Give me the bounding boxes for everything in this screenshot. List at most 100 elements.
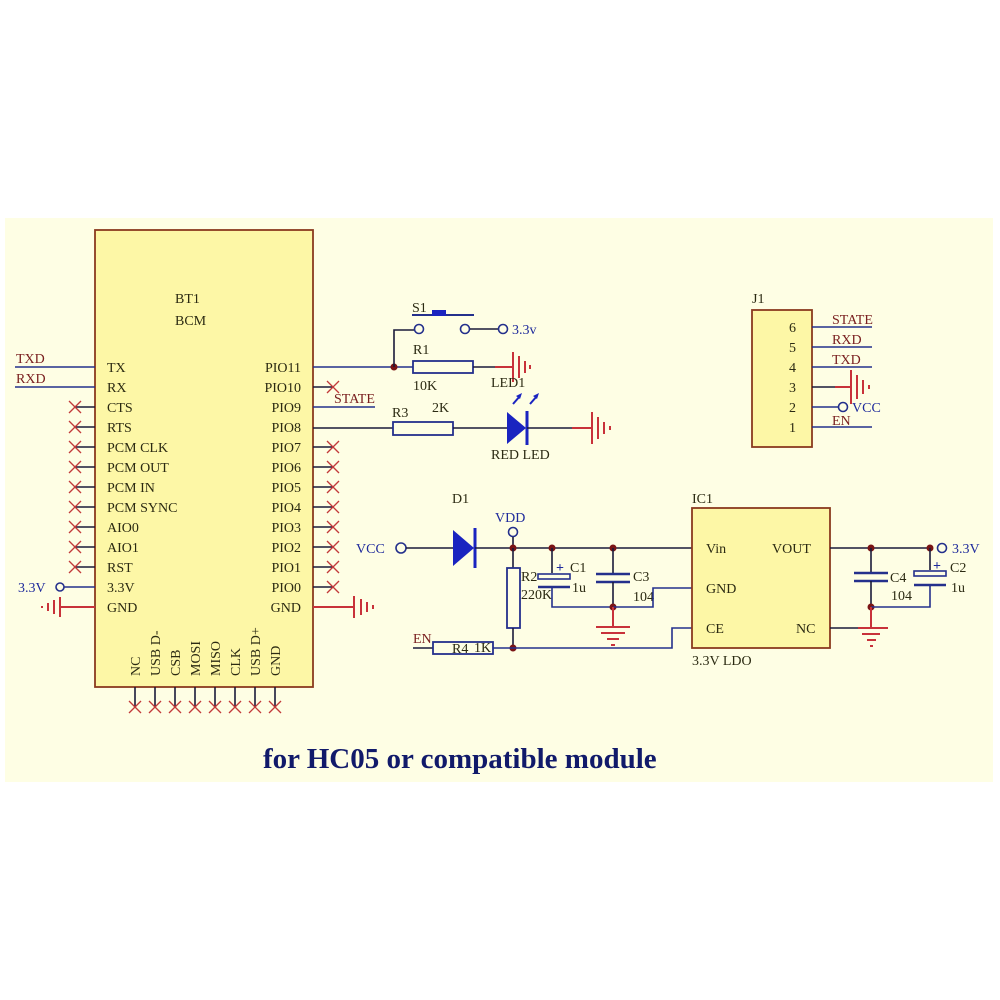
r2-ref: R2 (521, 570, 537, 585)
bt1-right-pin: PIO8 (271, 421, 301, 436)
j1-ref: J1 (752, 292, 764, 307)
pin-label: GND (269, 646, 284, 676)
ic1-body (691, 507, 831, 649)
r2-value: 220K (521, 588, 552, 603)
pin-label: AIO0 (107, 521, 139, 536)
resistor-r3 (392, 421, 454, 436)
pin-label: GND (271, 601, 301, 616)
pin-label: PCM CLK (107, 441, 168, 456)
j1-net-label: RXD (832, 333, 862, 348)
en-net-label: EN (413, 632, 432, 647)
bt1-right-pin: PIO7 (271, 440, 340, 456)
ic1-pin-ce: CE (706, 622, 724, 637)
pin-label: MISO (209, 641, 224, 676)
pin-label: RST (107, 561, 133, 576)
d1-ref: D1 (452, 492, 469, 507)
v33-out-label: 3.3V (952, 542, 980, 557)
resistor-r2 (506, 567, 521, 629)
bt1-bottom-pin: USB D- (148, 630, 164, 714)
bt1-value: BCM (175, 314, 207, 329)
ic1-ref: IC1 (692, 492, 713, 507)
c3-ref: C3 (633, 570, 649, 585)
ldo-gnd-wire (613, 587, 692, 608)
c1-plus: + (556, 561, 564, 576)
state-net-label: STATE (334, 392, 375, 407)
pin-label: PIO1 (271, 561, 301, 576)
pin-label: PIO5 (271, 481, 301, 496)
led1-ref: LED1 (491, 376, 525, 391)
pin-number: 3 (789, 381, 796, 396)
ce-wire (493, 627, 692, 649)
v33-switch-terminal[interactable] (497, 323, 509, 335)
ground-symbol-j1 (835, 370, 870, 404)
v33-switch-label: 3.3v (512, 323, 537, 338)
v33-left-terminal[interactable] (55, 582, 65, 592)
j1-net-label: TXD (832, 353, 861, 368)
c2-plus: + (933, 559, 941, 574)
rxd-net-label: RXD (16, 372, 46, 387)
bt1-left-pin: RTS (68, 420, 132, 436)
v33-left-label: 3.3V (18, 581, 46, 596)
v33-out-terminal[interactable] (936, 542, 948, 554)
bt1-right-pin: PIO2 (271, 540, 340, 556)
r3-value: 2K (432, 401, 449, 416)
ground-symbol-led (572, 412, 611, 444)
led-red (507, 393, 539, 445)
bt1-right-pin: PIO3 (271, 520, 340, 536)
ic1-pin-vout: VOUT (772, 542, 811, 557)
r1-ref: R1 (413, 343, 429, 358)
bt1-left-pin: PCM OUT (68, 460, 169, 476)
j1-body (751, 309, 813, 448)
switch-s1[interactable] (412, 310, 474, 335)
j1-pin: 4 TXD (789, 353, 872, 376)
ground-symbol-c4 (858, 607, 888, 647)
bt1-left-pin: PCM IN (68, 480, 155, 496)
pin-number: 6 (789, 321, 796, 336)
bt1-bottom-pin: NC (128, 657, 144, 714)
pin-number: 1 (789, 421, 796, 436)
s1-wire (393, 329, 414, 367)
j1-pin: 3 (789, 381, 835, 396)
ic1-pin-gnd: GND (706, 582, 736, 597)
pin-label: USB D+ (249, 627, 264, 676)
pin-label: PIO9 (271, 401, 301, 416)
vcc-terminal[interactable] (395, 542, 407, 554)
pin-label: PIO0 (271, 581, 301, 596)
pin-number: 4 (789, 361, 796, 376)
bt1-bottom-pin: USB D+ (248, 627, 264, 714)
pin-label: PIO11 (265, 361, 301, 376)
bt1-left-pin: RST (68, 560, 133, 576)
bt1-bottom-pin: GND (268, 646, 284, 714)
pin-label: PIO7 (271, 441, 301, 456)
r1-value: 10K (413, 379, 437, 394)
c3-value: 104 (633, 590, 654, 605)
pin-label: PCM IN (107, 481, 155, 496)
bt1-left-pin: GND (107, 601, 137, 616)
pin-label: PIO8 (271, 421, 301, 436)
bt1-body (94, 229, 314, 688)
ground-symbol-bt1-left (41, 597, 95, 617)
bt1-right-pin: PIO6 (271, 460, 340, 476)
pin-label: USB D- (149, 630, 164, 676)
ground-symbol-c3 (596, 607, 630, 646)
vdd-terminal[interactable] (507, 526, 519, 538)
c4-ref: C4 (890, 571, 906, 586)
pin-label: RTS (107, 421, 132, 436)
c1-value: 1u (572, 581, 586, 596)
bt1-right-pin: GND (271, 601, 301, 616)
bt1-right-pin: PIO11 (265, 361, 301, 376)
r4-value: 1K (474, 641, 491, 656)
c4-value: 104 (891, 589, 912, 604)
bt1-bottom-pin: CSB (168, 650, 184, 714)
vcc-j1-terminal[interactable] (837, 401, 849, 413)
pin-label: MOSI (189, 641, 204, 676)
bt1-right-pin: PIO10 (264, 380, 340, 396)
j1-net-label: EN (832, 414, 851, 429)
pin-number: 2 (789, 401, 796, 416)
c1-ref: C1 (570, 561, 586, 576)
